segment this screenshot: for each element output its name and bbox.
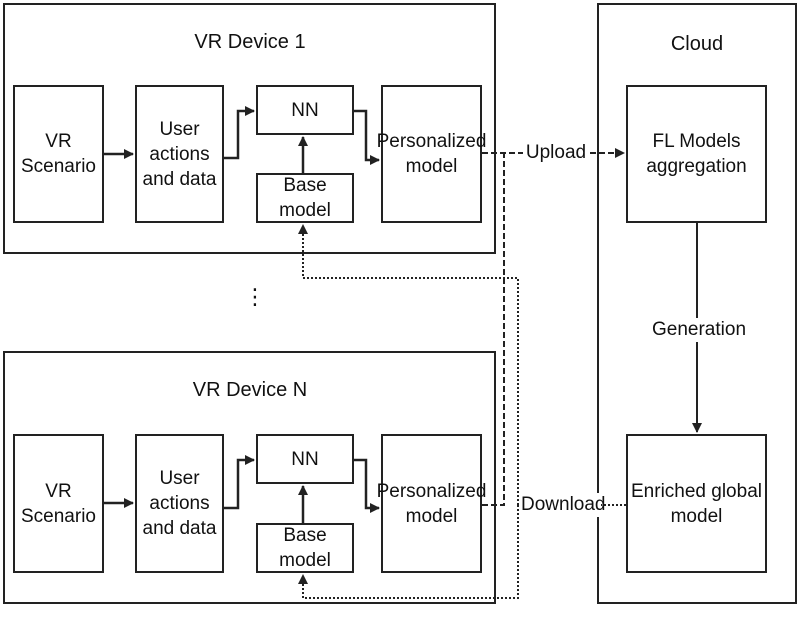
dn-arrow-actions-to-nn <box>224 455 255 510</box>
vr-device-n-frame <box>3 351 496 604</box>
dn-base-model-box: Base model <box>256 523 354 573</box>
enriched-model-box: Enriched global model <box>626 434 767 573</box>
vr-device-1-frame <box>3 3 496 254</box>
fl-aggregation-box: FL Models aggregation <box>626 85 767 223</box>
vr-device-n-title: VR Device N <box>192 379 308 401</box>
d1-user-actions-label: User actions and data <box>142 118 217 190</box>
download-label: Download <box>519 493 606 517</box>
dn-nn-label: NN <box>291 448 319 470</box>
d1-arrow-actions-to-nn <box>224 106 255 160</box>
d1-nn-box: NN <box>256 85 354 135</box>
d1-base-model-label: Base model <box>279 175 331 221</box>
d1-base-model-box: Base model <box>256 173 354 223</box>
dn-arrow-nn-to-personalized <box>354 458 380 513</box>
d1-user-actions-box: User actions and data <box>135 85 224 223</box>
dn-vr-scenario-label: VR Scenario <box>21 480 96 527</box>
upload-label: Upload <box>523 141 589 165</box>
dn-user-actions-label: User actions and data <box>142 468 217 539</box>
download-line-device-1 <box>298 224 626 506</box>
cloud-frame <box>597 3 797 604</box>
dn-personalized-label: Personalized model <box>376 480 487 527</box>
fl-aggregation-label: FL Models aggregation <box>646 131 747 177</box>
d1-vr-scenario-label: VR Scenario <box>21 131 96 177</box>
devices-ellipsis: ⋮ <box>244 284 266 309</box>
enriched-model-label: Enriched global model <box>631 480 762 527</box>
d1-nn-label: NN <box>291 99 319 121</box>
dn-vr-scenario-box: VR Scenario <box>13 434 104 573</box>
generation-label: Generation <box>650 318 748 342</box>
vr-device-1-title: VR Device 1 <box>194 31 306 53</box>
dn-nn-box: NN <box>256 434 354 484</box>
upload-line-device-n <box>482 153 505 506</box>
dn-personalized-box: Personalized model <box>376 434 487 573</box>
d1-arrow-nn-to-personalized <box>354 109 380 165</box>
dn-user-actions-box: User actions and data <box>135 434 224 573</box>
dn-base-model-label: Base model <box>279 525 331 571</box>
d1-personalized-box: Personalized model <box>376 85 487 223</box>
d1-vr-scenario-box: VR Scenario <box>13 85 104 223</box>
cloud-title: Cloud <box>670 33 724 55</box>
d1-personalized-label: Personalized model <box>376 131 487 177</box>
download-line-device-n <box>298 505 519 599</box>
